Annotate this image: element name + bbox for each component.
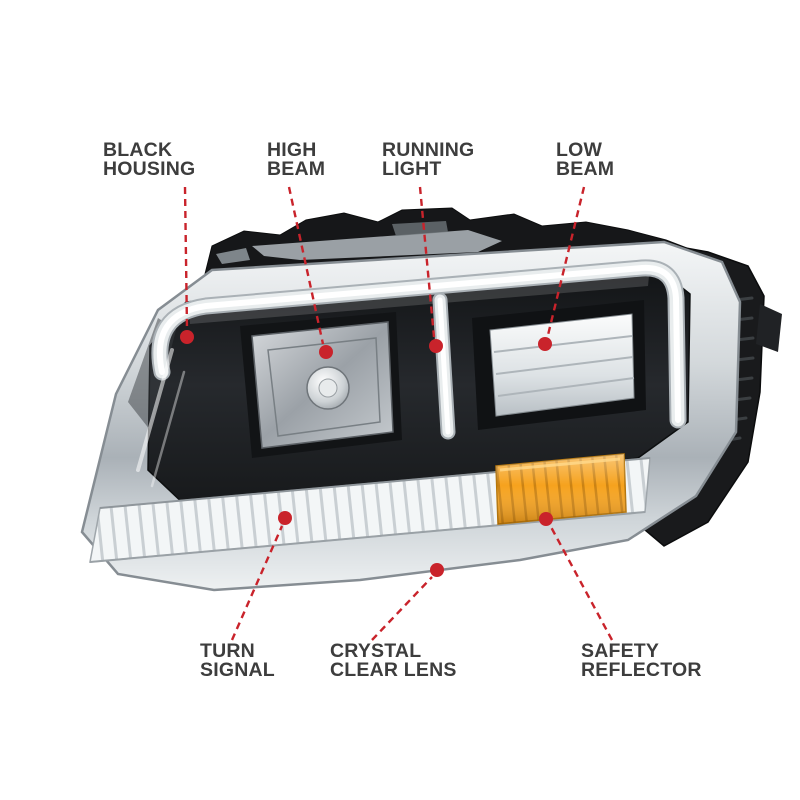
callout-black-housing-line2: HOUSING	[103, 158, 196, 180]
callout-high-beam-line2: BEAM	[267, 158, 326, 180]
callout-running-light: RUNNING LIGHT	[382, 139, 475, 180]
callout-crystal-clear-lens-line2: CLEAR LENS	[330, 659, 457, 681]
high-beam-bowl	[240, 312, 402, 458]
callout-low-beam: LOW BEAM	[556, 139, 615, 180]
callout-running-light-line2: LIGHT	[382, 158, 442, 180]
low-beam-flutes	[493, 335, 635, 397]
callout-high-beam-line1: HIGH	[267, 139, 317, 161]
reflection-streak	[136, 348, 174, 472]
light-bar-core	[156, 264, 681, 423]
mount-tab	[756, 304, 782, 352]
low-beam-area	[472, 300, 646, 430]
callout-safety-reflector-line1: SAFETY	[581, 640, 660, 662]
amber-reflector-shade	[496, 454, 626, 524]
amber-reflector	[495, 453, 627, 525]
running-light-bar	[151, 259, 687, 440]
callout-crystal-clear-lens: CRYSTAL CLEAR LENS	[330, 640, 457, 681]
callout-black-housing-line1: BLACK	[103, 139, 173, 161]
callout-low-beam-line1: LOW	[556, 139, 603, 161]
mount-bracket-small	[216, 248, 250, 264]
callout-safety-reflector-line2: REFLECTOR	[581, 659, 702, 681]
high-beam-bulb-core	[318, 378, 338, 398]
high-beam-step	[267, 337, 381, 437]
callout-running-light-line1: RUNNING	[382, 139, 475, 161]
callout-turn-signal-line1: TURN	[200, 640, 255, 662]
callout-safety-reflector: SAFETY REFLECTOR	[581, 640, 702, 681]
lens-reflections	[136, 348, 186, 488]
callout-low-beam-line2: BEAM	[556, 158, 615, 180]
reflection-streak-2	[150, 370, 186, 488]
light-bar-mid-core	[437, 297, 451, 435]
callout-crystal-clear-lens-line1: CRYSTAL	[330, 640, 422, 662]
amber-highlight	[499, 457, 621, 472]
callout-turn-signal: TURN SIGNAL	[200, 640, 275, 681]
callout-black-housing: BLACK HOUSING	[103, 139, 196, 180]
callout-high-beam: HIGH BEAM	[267, 139, 326, 180]
callout-turn-signal-line2: SIGNAL	[200, 659, 275, 681]
